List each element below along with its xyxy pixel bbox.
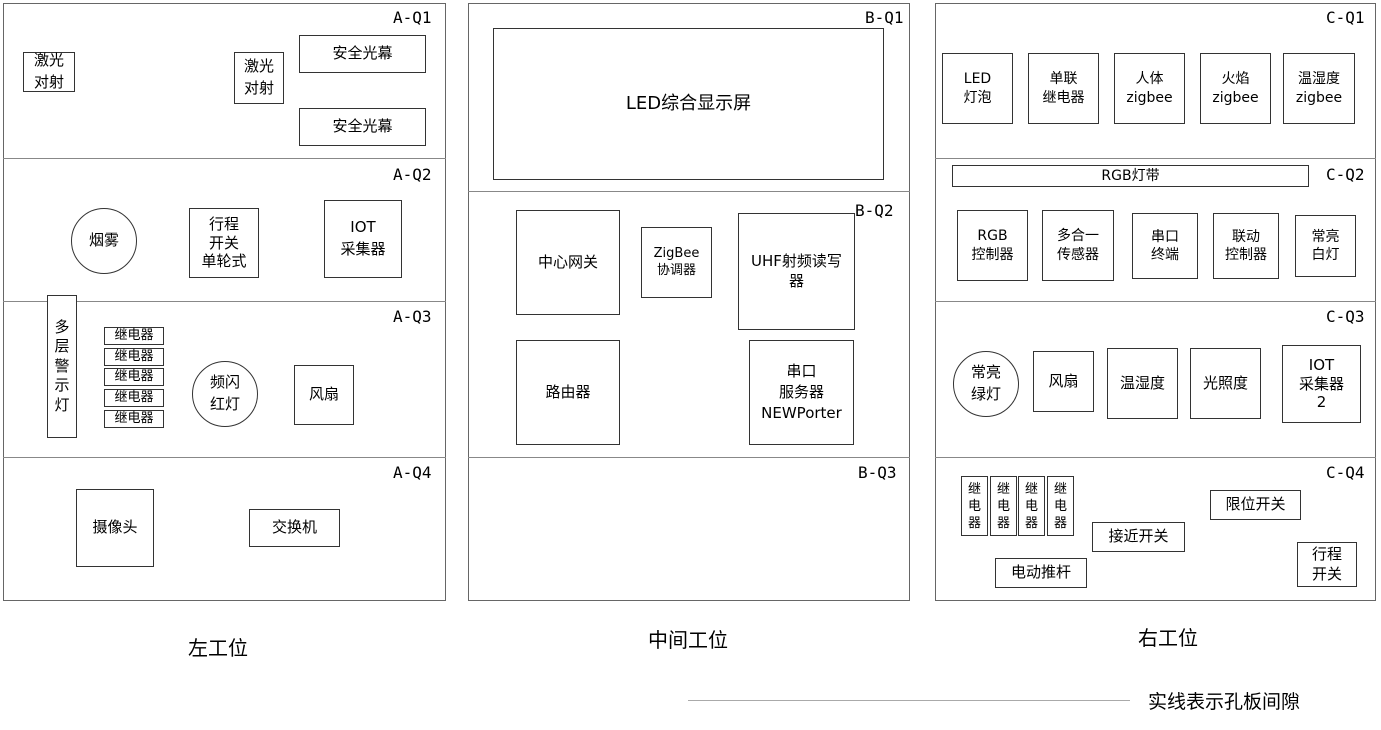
iot-collector: IOT 采集器 — [324, 200, 402, 278]
safety-curtain-1: 安全光幕 — [299, 35, 426, 73]
flame-sensor: 火焰 zigbee — [1200, 53, 1271, 124]
temp-humidity: 温湿度 — [1107, 348, 1178, 419]
divider — [3, 158, 446, 159]
left-station-panel — [3, 3, 446, 601]
serial-server: 串口 服务器 NEWPorter — [749, 340, 854, 445]
laser-beam-1: 激光 对射 — [23, 51, 75, 92]
strobe-light: 频闪 红灯 — [192, 361, 258, 427]
single-relay: 单联 继电器 — [1028, 53, 1099, 124]
central-gateway: 中心网关 — [516, 210, 620, 315]
zone-label: B-Q2 — [855, 201, 894, 220]
relay: 继 电 器 — [1047, 476, 1074, 536]
zigbee-coordinator: ZigBee 协调器 — [641, 227, 712, 298]
legend-text: 实线表示孔板间隙 — [1148, 691, 1301, 713]
relay: 继电器 — [104, 389, 164, 407]
relay: 继电器 — [104, 368, 164, 386]
divider — [3, 301, 446, 302]
relay: 继 电 器 — [1018, 476, 1045, 536]
zone-label: C-Q1 — [1326, 8, 1365, 27]
white-light: 常亮 白灯 — [1295, 215, 1356, 277]
network-switch: 交换机 — [249, 509, 340, 547]
travel-switch: 行程 开关 — [1297, 542, 1357, 587]
led-bulb: LED 灯泡 — [942, 53, 1013, 124]
divider — [3, 457, 446, 458]
electric-actuator: 电动推杆 — [995, 558, 1087, 588]
safety-curtain-2: 安全光幕 — [299, 108, 426, 146]
relay: 继 电 器 — [961, 476, 988, 536]
zone-label: A-Q1 — [393, 8, 432, 27]
zone-label: A-Q2 — [393, 165, 432, 184]
laser-beam-2: 激光 对射 — [234, 52, 284, 104]
divider — [468, 457, 910, 458]
left-station-caption: 左工位 — [188, 636, 248, 660]
zone-label: A-Q4 — [393, 463, 432, 482]
uhf-reader: UHF射频读写 器 — [738, 213, 855, 330]
light-sensor: 光照度 — [1190, 348, 1261, 419]
serial-terminal: 串口 终端 — [1132, 213, 1198, 279]
multi-sensor: 多合一 传感器 — [1042, 210, 1114, 281]
tower-light: 多 层 警 示 灯 — [47, 295, 77, 438]
smoke-sensor: 烟雾 — [71, 208, 137, 274]
relay: 继 电 器 — [990, 476, 1017, 536]
router: 路由器 — [516, 340, 620, 445]
zone-label: C-Q4 — [1326, 463, 1365, 482]
middle-station-panel — [468, 3, 910, 601]
led-display: LED综合显示屏 — [493, 28, 884, 180]
right-station-panel — [935, 3, 1376, 601]
divider — [468, 191, 910, 192]
fan: 风扇 — [294, 365, 354, 425]
divider — [935, 301, 1376, 302]
right-station-caption: 右工位 — [1138, 626, 1198, 650]
relay: 继电器 — [104, 327, 164, 345]
zone-label: C-Q3 — [1326, 307, 1365, 326]
linkage-controller: 联动 控制器 — [1213, 213, 1279, 279]
green-light: 常亮 绿灯 — [953, 351, 1019, 417]
middle-station-caption: 中间工位 — [648, 628, 728, 652]
divider — [935, 158, 1376, 159]
divider — [935, 457, 1376, 458]
legend-line — [688, 700, 1130, 701]
zone-label: B-Q1 — [865, 8, 904, 27]
rgb-strip: RGB灯带 — [952, 165, 1309, 187]
relay: 继电器 — [104, 410, 164, 428]
camera: 摄像头 — [76, 489, 154, 567]
zone-label: A-Q3 — [393, 307, 432, 326]
human-sensor: 人体 zigbee — [1114, 53, 1185, 124]
zone-label: B-Q3 — [858, 463, 897, 482]
iot-collector-2: IOT 采集器 2 — [1282, 345, 1361, 423]
zone-label: C-Q2 — [1326, 165, 1365, 184]
relay: 继电器 — [104, 348, 164, 366]
travel-switch: 行程 开关 单轮式 — [189, 208, 259, 278]
limit-switch: 限位开关 — [1210, 490, 1301, 520]
proximity-switch: 接近开关 — [1092, 522, 1185, 552]
temp-humidity-zigbee: 温湿度 zigbee — [1283, 53, 1355, 124]
fan: 风扇 — [1033, 351, 1094, 412]
rgb-controller: RGB 控制器 — [957, 210, 1028, 281]
